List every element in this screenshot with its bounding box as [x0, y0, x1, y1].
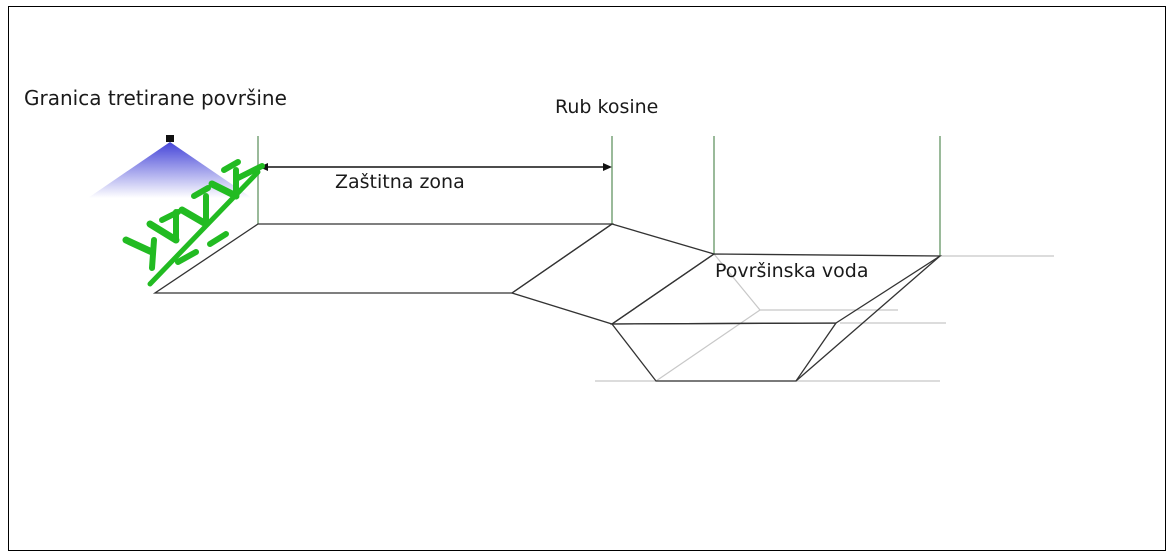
- crop-plant-icon: [122, 159, 265, 287]
- channel-front-face: [610, 322, 838, 382]
- diagram-frame: [8, 6, 1166, 551]
- channel-right-bank: [795, 255, 941, 382]
- vertical-guides: [257, 136, 941, 256]
- surface-water-label: Površinska voda: [715, 260, 869, 282]
- slope-edge-label: Rub kosine: [555, 96, 659, 118]
- reference-lines: [595, 253, 1054, 382]
- terrain-outline: [152, 223, 943, 382]
- treated-boundary-label: Granica tretirane površine: [24, 86, 287, 110]
- buffer-zone-label: Zaštitna zona: [335, 171, 465, 193]
- nozzle-icon: [166, 135, 174, 142]
- slope-plane: [510, 223, 716, 325]
- buffer-zone-arrow: [259, 163, 612, 171]
